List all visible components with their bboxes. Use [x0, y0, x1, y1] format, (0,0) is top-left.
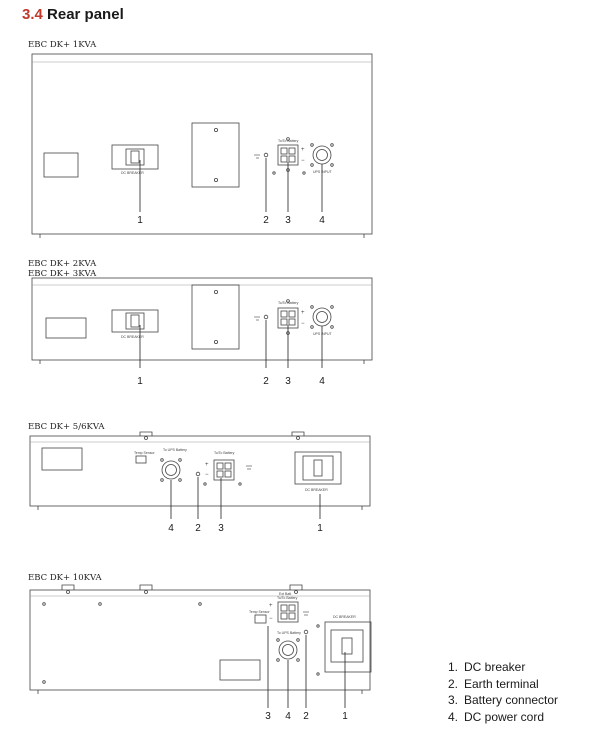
ups-input-label: UPS INPUT: [313, 170, 333, 174]
dc-breaker-label: DC BREAKER: [333, 615, 356, 619]
rear-panel-5-6kva-diagram: Temp Sensor To UPS Battery To/To Battery…: [29, 431, 371, 534]
callout-number: 2: [263, 215, 269, 226]
vent-window: [45, 317, 87, 339]
section-title: Rear panel: [47, 6, 124, 23]
callout-number: 2: [195, 523, 201, 534]
panel-frame: [29, 589, 371, 691]
mounting-tab: [139, 584, 153, 590]
earth-terminal: [303, 611, 309, 635]
model-label-1kva: EBC DK+ 1KVA: [28, 40, 97, 50]
cover-plate: [191, 284, 240, 350]
dc-power-cord-socket: [160, 458, 182, 482]
vent-window: [41, 447, 83, 471]
to-battery-label: To/To Battery: [278, 139, 299, 143]
legend-item: 3.Battery connector: [448, 693, 559, 707]
callout-number: 4: [319, 215, 325, 226]
battery-connector: [277, 601, 299, 623]
mounting-tab: [289, 584, 303, 590]
vent-window: [43, 152, 79, 178]
panel-frame: [31, 53, 373, 235]
mounting-tab: [61, 584, 75, 590]
minus-sign: −: [301, 321, 305, 327]
callout-number: 3: [265, 711, 271, 722]
plus-sign: +: [301, 147, 305, 153]
plus-sign: +: [205, 462, 209, 468]
cover-plate: [191, 122, 240, 188]
dc-power-cord-socket: [310, 143, 334, 167]
callout-number: 2: [263, 376, 269, 387]
callout-number: 4: [319, 376, 325, 387]
callout-number: 1: [342, 711, 348, 722]
callout-number: 4: [285, 711, 291, 722]
callout-number: 1: [137, 376, 143, 387]
earth-terminal: [254, 152, 269, 159]
callout-number: 1: [137, 215, 143, 226]
temp-sensor-label: Temp Sensor: [249, 610, 270, 614]
callout-number: 1: [317, 523, 323, 534]
legend-item: 1.DC breaker: [448, 660, 526, 674]
temp-sensor-label: Temp Sensor: [134, 451, 155, 455]
rear-panel-1kva-diagram: DC BREAKER To/To Battery UPS INPUT + − 1…: [31, 53, 373, 238]
to-ups-battery-label: To UPS Battery: [277, 631, 301, 635]
battery-connector: [203, 459, 252, 486]
model-label-10kva: EBC DK+ 10KVA: [28, 573, 102, 583]
callout-number: 3: [285, 376, 291, 387]
component-legend: 1.DC breaker 2.Earth terminal 3.Battery …: [448, 659, 558, 725]
minus-sign: −: [205, 472, 209, 478]
vent-window: [219, 659, 261, 681]
plus-sign: +: [301, 310, 305, 316]
mounting-tab: [291, 431, 305, 436]
to-battery-label: To/To Battery: [278, 301, 299, 305]
minus-sign: −: [301, 158, 305, 164]
section-heading: 3.4 Rear panel: [22, 6, 124, 23]
rear-panel-10kva-diagram: To/To Battery Ext Batt Temp Sensor To UP…: [29, 584, 372, 722]
dc-breaker: [324, 621, 372, 673]
legend-item: 2.Earth terminal: [448, 676, 539, 691]
dc-power-cord-socket: [276, 638, 300, 662]
dc-breaker-label: DC BREAKER: [121, 335, 144, 339]
earth-terminal: [195, 471, 201, 477]
legend-item: 4.DC power cord: [448, 709, 545, 724]
minus-sign: −: [269, 616, 273, 622]
dc-breaker: [294, 451, 342, 485]
plus-sign: +: [269, 603, 273, 609]
section-number: 3.4: [22, 6, 43, 23]
callout-number: 2: [303, 711, 309, 722]
dc-breaker: [111, 144, 159, 170]
panel-frame: [29, 435, 371, 507]
to-battery-label: To/To Battery: [214, 451, 235, 455]
rear-panel-2-3kva-diagram: DC BREAKER To/To Battery UPS INPUT + − 1…: [31, 277, 373, 387]
to-battery-label: To/To Battery: [277, 596, 298, 600]
temp-sensor-port: [254, 614, 267, 624]
dc-breaker: [111, 309, 159, 333]
dc-breaker-label: DC BREAKER: [305, 488, 328, 492]
ext-batt-label: Ext Batt: [279, 592, 291, 596]
dc-breaker-label: DC BREAKER: [121, 171, 144, 175]
mounting-tab: [139, 431, 153, 436]
earth-terminal: [254, 314, 269, 321]
to-ups-battery-label: To UPS Battery: [163, 448, 187, 452]
callout-number: 4: [168, 523, 174, 534]
panel-frame: [31, 277, 373, 361]
ups-input-label: UPS INPUT: [313, 332, 333, 336]
model-label-5-6kva: EBC DK+ 5/6KVA: [28, 422, 105, 432]
dc-power-cord-socket: [310, 305, 334, 329]
callout-number: 3: [218, 523, 224, 534]
temp-sensor-port: [135, 455, 147, 464]
callout-number: 3: [285, 215, 291, 226]
